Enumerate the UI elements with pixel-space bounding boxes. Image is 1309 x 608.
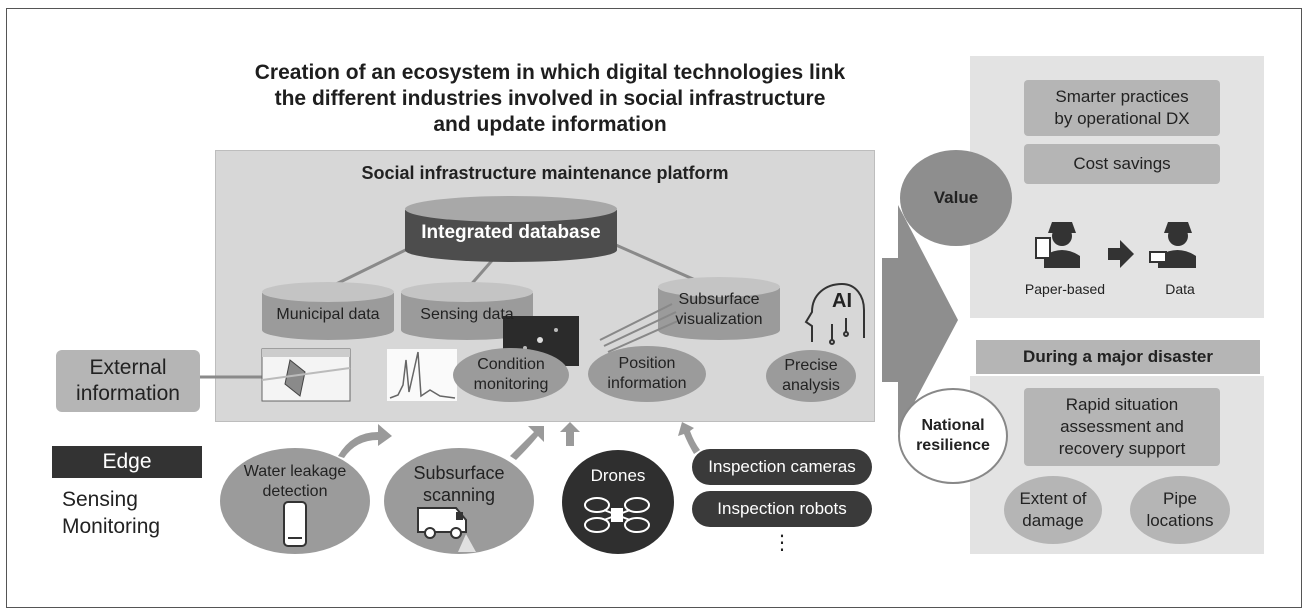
more-ellipsis: ⋮ (772, 532, 792, 554)
cost-savings-box: Cost savings (1024, 144, 1220, 184)
pipe-line-1: Pipe (1162, 489, 1198, 508)
scan-line-2: scanning (422, 485, 496, 505)
monitor-photo-dot (537, 337, 543, 343)
pipes-image (599, 303, 681, 353)
municipal-cylinder (262, 293, 394, 340)
title-line-2: the different industries involved in soc… (274, 87, 826, 110)
pipe-line-2: locations (1146, 511, 1214, 530)
map-screenshot-road (261, 367, 351, 381)
title-line-3: and update information (433, 113, 667, 136)
smarter-practices-box: Smarter practices by operational DX (1024, 80, 1220, 136)
arrow-subsurface (510, 426, 544, 460)
water-leakage-node: Water leakage detection (220, 448, 370, 554)
subsurface-scanning-node: Subsurface scanning (384, 448, 534, 554)
rapid-line-3: recovery support (1058, 439, 1186, 458)
subsurface-cylinder (658, 288, 780, 340)
external-information-box: External information (56, 350, 200, 412)
condition-monitoring-node: Condition monitoring (453, 348, 569, 402)
sensing-monitoring-label: Sensing Monitoring (62, 486, 160, 540)
edge-label: Edge (52, 446, 202, 478)
municipal-data-label: Municipal data (276, 306, 380, 323)
database-cylinder-top (405, 196, 617, 222)
rapid-situation-box: Rapid situation assessment and recovery … (1024, 388, 1220, 466)
monitor-photo-dot (554, 328, 558, 332)
precise-analysis-node: Precise analysis (766, 350, 856, 402)
municipal-cylinder-top (262, 282, 394, 302)
platform-title: Social infrastructure maintenance platfo… (361, 163, 729, 183)
rapid-line-1: Rapid situation (1065, 395, 1179, 414)
monitoring-label: Monitoring (62, 515, 161, 538)
extent-of-damage-node: Extent of damage (1004, 476, 1102, 544)
paper-worker-icon (1035, 222, 1080, 268)
ai-label: AI (832, 290, 852, 312)
map-screenshot-toolbar (262, 349, 350, 357)
inspection-cameras-pill: Inspection cameras (692, 449, 872, 485)
integrated-database-label: Integrated database (421, 222, 601, 243)
data-label: Data (1165, 281, 1195, 297)
rapid-line-2: assessment and (1060, 417, 1184, 436)
drones-node: Drones (562, 450, 674, 554)
national-resilience-node: National resilience (898, 388, 1008, 484)
extent-line-1: Extent of (1019, 489, 1087, 508)
scan-line-1: Subsurface (413, 463, 505, 483)
external-line-2: information (76, 382, 180, 405)
subsurface-cylinder-top (658, 277, 780, 297)
sensing-data-label: Sensing data (420, 306, 514, 323)
big-right-arrow (882, 205, 958, 433)
waveform-line (389, 351, 456, 399)
subsurface-visualization-label: Subsurface visualization (658, 290, 780, 330)
value-label: Value (933, 188, 979, 207)
national-line-2: resilience (916, 437, 990, 454)
arrow-water (338, 424, 392, 458)
transition-arrow-icon (1108, 240, 1134, 268)
title-line-1: Creation of an ecosystem in which digita… (254, 61, 846, 84)
water-line-1: Water leakage (243, 463, 347, 480)
arrow-drones (560, 422, 580, 446)
smarter-line-1: Smarter practices (1055, 87, 1189, 106)
ai-head-icon (804, 282, 865, 345)
smarter-line-2: by operational DX (1054, 109, 1190, 128)
national-line-1: National (921, 417, 985, 434)
condition-line-2: monitoring (473, 376, 549, 393)
sensing-cylinder (401, 293, 533, 340)
precise-line-2: analysis (782, 377, 840, 394)
condition-line-1: Condition (477, 356, 545, 373)
pipe-locations-node: Pipe locations (1130, 476, 1230, 544)
arrow-cameras (678, 422, 700, 454)
extent-line-2: damage (1022, 511, 1084, 530)
precise-line-1: Precise (784, 357, 838, 374)
sensing-label: Sensing (62, 488, 138, 511)
position-line-1: Position (618, 355, 676, 372)
subsurface-line-1: Subsurface (678, 291, 760, 308)
waveform-chart (387, 349, 457, 401)
diagram-title: Creation of an ecosystem in which digita… (195, 60, 905, 138)
paper-based-label: Paper-based (1024, 281, 1106, 297)
external-line-1: External (89, 356, 167, 379)
database-cylinder (405, 210, 617, 262)
position-information-node: Position information (588, 346, 706, 402)
water-line-2: detection (262, 483, 328, 500)
data-worker-icon (1149, 222, 1196, 268)
inspection-robots-pill: Inspection robots (692, 491, 872, 527)
subsurface-line-2: visualization (675, 311, 763, 328)
sensing-cylinder-top (401, 282, 533, 302)
upward-arrows (338, 422, 700, 460)
drones-label: Drones (590, 466, 646, 485)
disaster-header: During a major disaster (976, 340, 1260, 374)
position-line-2: information (607, 375, 687, 392)
value-node: Value (900, 150, 1012, 246)
